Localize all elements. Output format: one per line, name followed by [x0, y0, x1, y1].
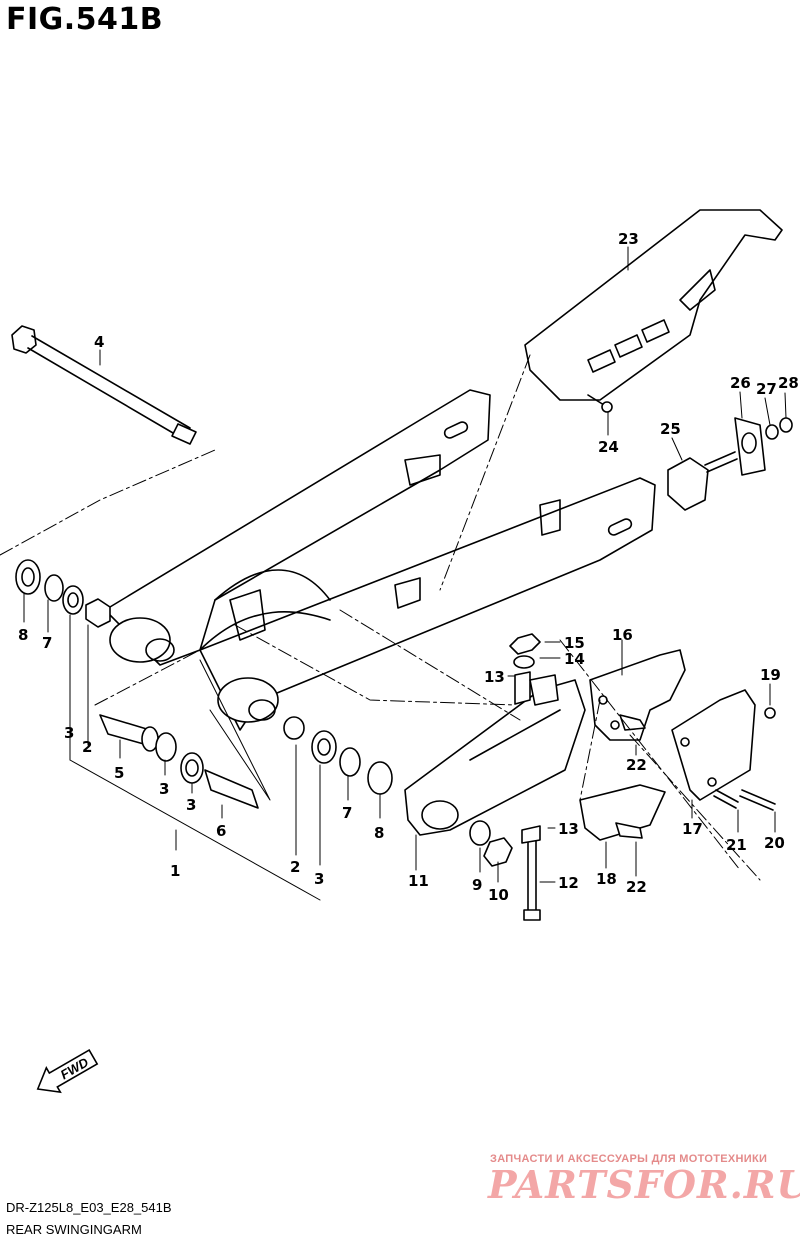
- callout-21: 21: [726, 836, 747, 854]
- callout-24: 24: [598, 438, 619, 456]
- callout-18: 18: [596, 870, 617, 888]
- callout-15: 15: [564, 634, 585, 652]
- swingarm-drawing: [104, 389, 656, 731]
- leader-lines: [0, 246, 787, 901]
- callout-13: 13: [558, 820, 579, 838]
- callout-14: 14: [564, 650, 585, 668]
- callout-12: 12: [558, 874, 579, 892]
- figure-title: FIG.541B: [6, 2, 164, 37]
- callout-2: 2: [290, 858, 300, 876]
- callout-1: 1: [170, 862, 180, 880]
- callout-19: 19: [760, 666, 781, 684]
- callout-8: 8: [374, 824, 384, 842]
- model-code: DR-Z125L8_E03_E28_541B: [6, 1200, 172, 1215]
- chain-buffer-drawing: [404, 679, 586, 836]
- callout-7: 7: [42, 634, 52, 652]
- callout-22: 22: [626, 878, 647, 896]
- callout-6: 6: [216, 822, 226, 840]
- callout-22: 22: [626, 756, 647, 774]
- bearing-set-drawing: [15, 559, 393, 809]
- callout-8: 8: [18, 626, 28, 644]
- chain-guide-drawing: [579, 649, 776, 841]
- callout-5: 5: [114, 764, 124, 782]
- section-name: REAR SWINGINGARM: [6, 1222, 142, 1237]
- part-callouts: 1 2 2 3 3 3 3 4 5 6 7 7 8 8 9 10 11 12 1…: [18, 230, 799, 904]
- callout-16: 16: [612, 626, 633, 644]
- callout-17: 17: [682, 820, 703, 838]
- callout-25: 25: [660, 420, 681, 438]
- callout-11: 11: [408, 872, 429, 890]
- pivot-bolt-drawing: [11, 325, 197, 445]
- fwd-arrow-icon: FWD: [36, 1048, 99, 1094]
- callout-3: 3: [314, 870, 324, 888]
- bolt-24-drawing: [587, 394, 613, 413]
- callout-9: 9: [472, 876, 482, 894]
- callout-4: 4: [94, 333, 104, 351]
- watermark-logo: PARTSFOR.RU: [488, 1162, 800, 1207]
- callout-10: 10: [488, 886, 509, 904]
- callout-23: 23: [618, 230, 639, 248]
- callout-28: 28: [778, 374, 799, 392]
- watermark-tagline: ЗАПЧАСТИ И АКСЕССУАРЫ ДЛЯ МОТОТЕХНИКИ: [490, 1153, 768, 1165]
- callout-7: 7: [342, 804, 352, 822]
- callout-26: 26: [730, 374, 751, 392]
- callout-3: 3: [64, 724, 74, 742]
- callout-3: 3: [186, 796, 196, 814]
- callout-2: 2: [82, 738, 92, 756]
- chain-guard-drawing: [524, 209, 783, 401]
- callout-3: 3: [159, 780, 169, 798]
- callout-27: 27: [756, 380, 777, 398]
- callout-13: 13: [484, 668, 505, 686]
- adjuster-drawing: [667, 417, 793, 511]
- fastener-drawing: [469, 633, 559, 921]
- callout-20: 20: [764, 834, 785, 852]
